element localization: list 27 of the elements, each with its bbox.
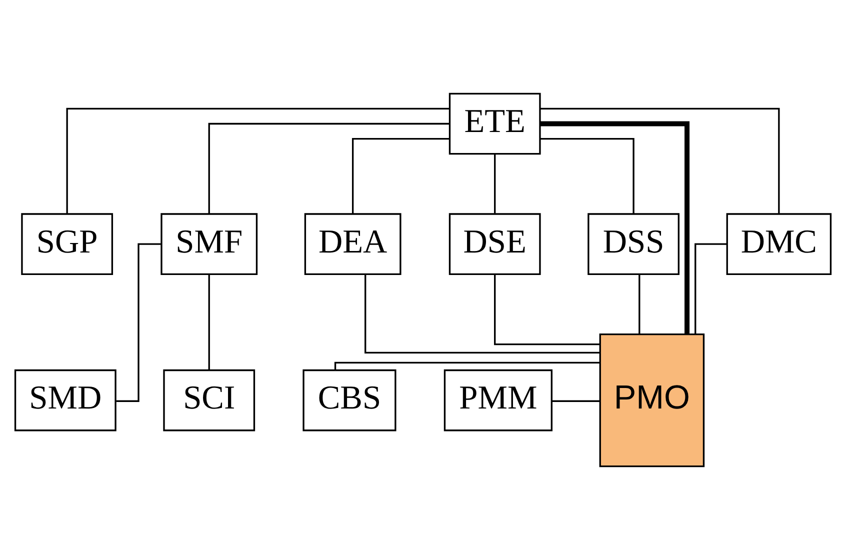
- node-box: DSS: [588, 212, 680, 274]
- node-box: ETE: [448, 92, 541, 154]
- connector: [352, 137, 450, 214]
- node-box: DEA: [304, 212, 402, 274]
- node-box: SMD: [14, 368, 116, 431]
- connector: [116, 242, 161, 402]
- connector: [540, 137, 634, 214]
- connector: [494, 154, 496, 213]
- node-box: SCI: [163, 368, 256, 431]
- connector: [694, 242, 727, 334]
- node-box: DSE: [448, 212, 541, 274]
- node-box: PMO: [599, 332, 705, 467]
- connector: [552, 400, 600, 402]
- connector: [334, 361, 600, 370]
- node-box: CBS: [302, 368, 396, 431]
- node-box: DMC: [726, 212, 832, 274]
- connector: [364, 274, 600, 354]
- connector: [208, 122, 450, 214]
- connector: [540, 107, 780, 213]
- connector: [638, 274, 640, 334]
- connector: [66, 107, 450, 213]
- node-box: PMM: [444, 368, 552, 431]
- connector: [208, 274, 210, 370]
- connector: [494, 274, 600, 345]
- node-box: SMF: [160, 212, 258, 274]
- node-box: SGP: [21, 212, 114, 274]
- connector: [540, 120, 690, 334]
